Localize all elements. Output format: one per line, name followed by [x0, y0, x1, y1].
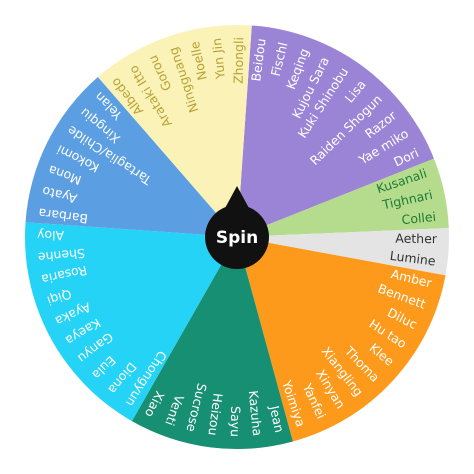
wheel-entry-label: Kazuha: [246, 390, 265, 437]
wheel-segment: [97, 25, 252, 238]
wheel-segment: [24, 222, 238, 422]
wheel-entry-label: Zhongli: [231, 37, 247, 84]
wheel-entry-label: Lumine: [389, 248, 437, 269]
wheel-segment: [237, 25, 434, 238]
wheel-entry-label: Heizou: [205, 392, 225, 436]
wheel-segment: [237, 158, 449, 237]
wheel-entry-label: Aloy: [36, 228, 64, 243]
wheel-entry-label: Yun Jin: [209, 37, 228, 80]
spin-button-label: Spin: [216, 228, 258, 248]
wheel-entry-label: Sayu: [228, 406, 243, 437]
wheel-segment: [237, 237, 446, 442]
wheel-entry-label: Jean: [267, 403, 288, 433]
wheel-segment: [131, 237, 293, 450]
wheel-entry-label: Beidou: [248, 38, 268, 83]
wheel-segment: [25, 77, 238, 237]
wheel-entry-label: Barbara: [38, 205, 89, 226]
spin-button[interactable]: Spin: [205, 186, 269, 269]
spin-pointer-icon: [224, 186, 250, 210]
wheel-entry-label: Qiqi: [45, 286, 73, 308]
wheel-entry-label: Aether: [395, 231, 438, 247]
spin-button-circle[interactable]: [205, 205, 269, 269]
wheel-entry-label: Collei: [401, 209, 437, 227]
wheel-entry-label: Shenhe: [37, 246, 86, 266]
wheel-segment: [237, 228, 449, 276]
